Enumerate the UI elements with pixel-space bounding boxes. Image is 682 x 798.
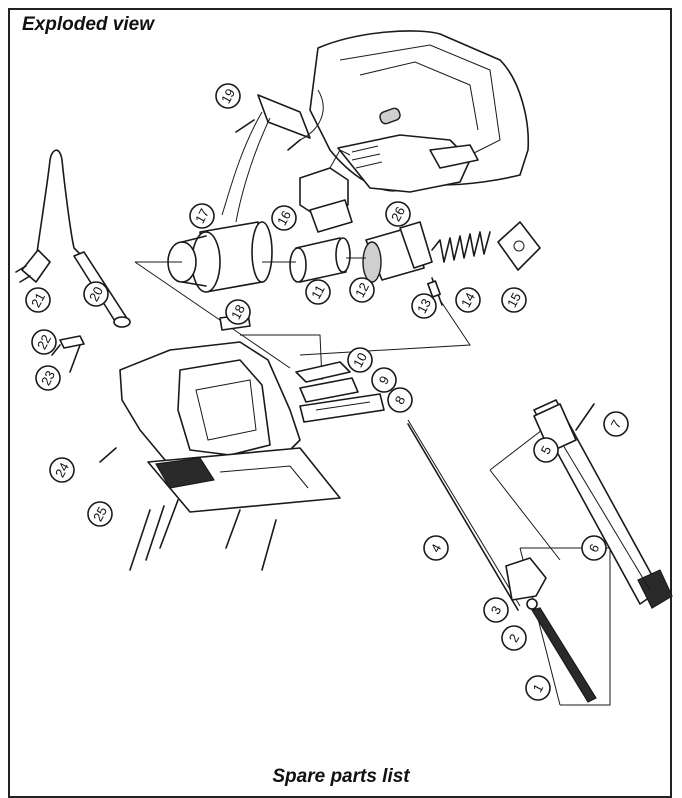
part-3-roller-holder <box>505 557 547 601</box>
callout-number: 18 <box>228 302 248 322</box>
callout-circle <box>31 329 57 355</box>
callout-circle <box>455 287 481 313</box>
part-10-guide-plate <box>295 361 351 383</box>
callout-number: 15 <box>504 290 524 310</box>
callout-24: 24 <box>49 457 75 483</box>
callout-circle <box>387 387 413 413</box>
part-9-guide-plate <box>299 377 359 403</box>
callout-circle <box>501 287 527 313</box>
callout-22: 22 <box>31 329 57 355</box>
callout-23: 23 <box>35 365 61 391</box>
callout-number: 12 <box>352 280 372 300</box>
callout-number: 17 <box>192 206 212 226</box>
part-17-motor-housing <box>167 221 273 293</box>
part-14-spring <box>431 231 491 263</box>
callout-5: 5 <box>533 437 559 463</box>
callout-number: 13 <box>414 296 434 316</box>
callout-number: 26 <box>388 204 408 224</box>
callout-4: 4 <box>423 535 449 561</box>
part-12-gear-housing <box>362 221 433 283</box>
callout-number: 19 <box>218 86 238 106</box>
callout-17: 17 <box>189 203 215 229</box>
part-6-plunger <box>533 399 673 609</box>
callout-circle <box>603 411 629 437</box>
part-4-rod <box>407 423 519 611</box>
callout-circle <box>525 675 551 701</box>
callout-circle <box>49 457 75 483</box>
part-11-armature <box>289 237 351 283</box>
callout-1: 1 <box>525 675 551 701</box>
callout-10: 10 <box>347 347 373 373</box>
callout-number: 16 <box>274 208 294 228</box>
callout-circle <box>25 287 51 313</box>
callout-circle <box>215 83 241 109</box>
callout-number: 23 <box>38 368 58 388</box>
part-24-main-housing <box>99 341 301 471</box>
part-26-handle-housing <box>309 30 530 193</box>
callout-number: 10 <box>350 350 370 370</box>
callout-circle <box>347 347 373 373</box>
callout-circle <box>189 203 215 229</box>
callout-16: 16 <box>271 205 297 231</box>
callout-7: 7 <box>603 411 629 437</box>
diagram-title: Exploded view <box>22 14 154 35</box>
callout-circle <box>83 281 109 307</box>
part-19-circuit-board <box>221 89 324 223</box>
callout-number: 11 <box>308 283 328 302</box>
callout-14: 14 <box>455 287 481 313</box>
callout-circle <box>225 299 251 325</box>
callout-8: 8 <box>387 387 413 413</box>
callout-13: 13 <box>411 293 437 319</box>
callout-11: 11 <box>305 279 331 305</box>
callout-number: 25 <box>90 504 110 524</box>
callout-circle <box>533 437 559 463</box>
callout-15: 15 <box>501 287 527 313</box>
callout-20: 20 <box>83 281 109 307</box>
callout-number: 21 <box>28 290 48 310</box>
callout-21: 21 <box>25 287 51 313</box>
callout-circle <box>423 535 449 561</box>
callout-number: 22 <box>34 332 54 352</box>
callout-26: 26 <box>385 201 411 227</box>
callout-circle <box>305 279 331 305</box>
part-7-screw <box>575 403 595 431</box>
callout-number: 14 <box>458 290 478 310</box>
callout-circle <box>271 205 297 231</box>
callout-circle <box>349 277 375 303</box>
part-1-blade <box>531 607 597 703</box>
part-25-base-shoe <box>129 447 341 571</box>
callout-25: 25 <box>87 501 113 527</box>
part-8-guide-plate <box>299 393 385 423</box>
callout-18: 18 <box>225 299 251 325</box>
part-15-plate <box>497 221 541 271</box>
callout-circle <box>581 535 607 561</box>
callout-circle <box>501 625 527 651</box>
callout-19: 19 <box>215 83 241 109</box>
callout-9: 9 <box>371 367 397 393</box>
part-21-power-cord <box>15 149 85 283</box>
callout-circle <box>385 201 411 227</box>
callout-circle <box>411 293 437 319</box>
part-22-cord-clamp <box>51 335 85 356</box>
part-16-switch <box>299 149 353 233</box>
callout-12: 12 <box>349 277 375 303</box>
part-23-screw <box>69 344 81 373</box>
diagram-footer-caption: Spare parts list <box>272 766 410 787</box>
callout-number: 24 <box>52 460 72 480</box>
callout-circle <box>87 501 113 527</box>
callout-6: 6 <box>581 535 607 561</box>
part-2-roller <box>526 598 538 610</box>
callout-number: 20 <box>86 284 106 304</box>
callout-circle <box>371 367 397 393</box>
callout-3: 3 <box>483 597 509 623</box>
callout-circle <box>483 597 509 623</box>
callout-2: 2 <box>501 625 527 651</box>
callout-circle <box>35 365 61 391</box>
